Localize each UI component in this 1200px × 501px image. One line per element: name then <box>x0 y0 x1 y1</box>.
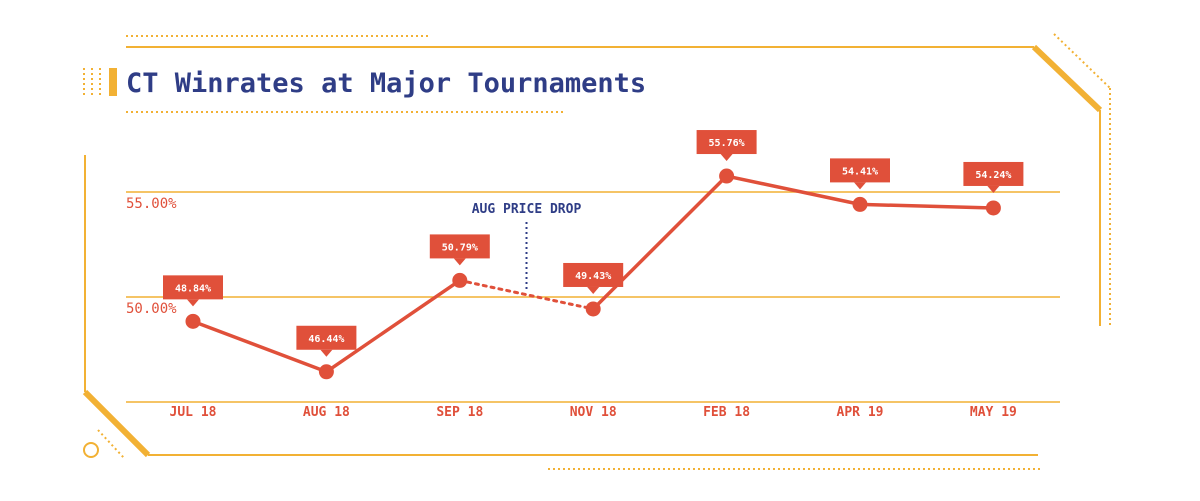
frame-dotted-corner-top-right <box>1053 33 1111 89</box>
chart-title: CT Winrates at Major Tournaments <box>126 68 646 99</box>
data-label: 54.41% <box>842 166 878 177</box>
series-segment-dashed <box>458 278 595 311</box>
data-label: 55.76% <box>709 138 745 149</box>
decorative-frame <box>82 33 1111 470</box>
y-tick-labels: 50.00% 55.00% <box>126 196 177 317</box>
frame-ring <box>83 442 99 458</box>
data-label-pointer <box>587 286 600 294</box>
data-label-box <box>563 262 624 287</box>
data-label-pointer <box>187 299 199 307</box>
series-segment <box>858 202 996 210</box>
data-label-pointer <box>987 185 1000 193</box>
x-tick-label: AUG 18 <box>303 405 350 420</box>
data-label-callout: 49.43% <box>563 262 624 294</box>
x-tick-label: FEB 18 <box>703 405 750 420</box>
series-segment <box>724 174 862 207</box>
x-tick-label: SEP 18 <box>436 405 483 420</box>
data-label: 54.24% <box>975 170 1011 181</box>
x-tick-label: JUL 18 <box>170 405 217 420</box>
data-label-callout: 50.79% <box>429 234 490 266</box>
x-tick-labels: JUL 18 AUG 18 SEP 18 NOV 18 FEB 18 APR 19 MAY … <box>170 405 1017 420</box>
data-label-callout: 48.84% <box>163 275 223 307</box>
series-segment <box>591 174 729 311</box>
data-point <box>852 196 868 212</box>
y-tick-label: 50.00% <box>126 301 177 317</box>
x-tick-label: MAY 19 <box>970 405 1017 420</box>
annotation-text: AUG PRICE DROP <box>472 202 582 217</box>
data-label-box <box>830 158 890 183</box>
data-point <box>719 168 735 184</box>
x-tick-label: APR 19 <box>837 405 884 420</box>
data-label-box <box>429 234 490 259</box>
data-label: 46.44% <box>308 334 344 345</box>
data-label-box <box>163 275 223 300</box>
series-segment <box>191 319 329 374</box>
title-marker <box>83 68 117 96</box>
data-label-box <box>963 161 1024 186</box>
data-point <box>985 200 1001 216</box>
data-label: 49.43% <box>575 271 611 282</box>
series-segment <box>324 278 462 374</box>
data-label-pointer <box>320 349 333 357</box>
y-tick-label: 55.00% <box>126 196 177 212</box>
data-label-callout: 55.76% <box>696 130 757 162</box>
data-label-pointer <box>453 258 466 266</box>
series-line <box>191 174 996 374</box>
data-label-callout: 46.44% <box>296 325 357 357</box>
data-label-callout: 54.41% <box>830 158 890 190</box>
grid-lines <box>126 191 1060 403</box>
data-label-box <box>296 325 357 350</box>
data-point <box>452 272 468 288</box>
data-points <box>185 168 1001 380</box>
data-label-pointer <box>854 182 866 190</box>
data-label: 50.79% <box>442 242 478 253</box>
annotation-layer: AUG PRICE DROP <box>472 202 582 290</box>
data-point <box>585 301 601 317</box>
x-tick-label: NOV 18 <box>570 405 617 420</box>
data-point <box>318 364 334 380</box>
data-label-callout: 54.24% <box>963 161 1024 193</box>
frame-corner-top-right <box>1031 44 1103 113</box>
data-labels: 48.84% 46.44% 50.79% 49.43% 55.76% 54.41% 54.2… <box>163 130 1024 357</box>
frame-dotted-corner-bottom-left <box>97 429 125 459</box>
data-label-box <box>696 130 757 155</box>
frame-corner-bottom-left <box>82 389 151 458</box>
data-label: 48.84% <box>175 283 211 294</box>
data-label-pointer <box>720 154 733 162</box>
data-point <box>185 313 201 329</box>
